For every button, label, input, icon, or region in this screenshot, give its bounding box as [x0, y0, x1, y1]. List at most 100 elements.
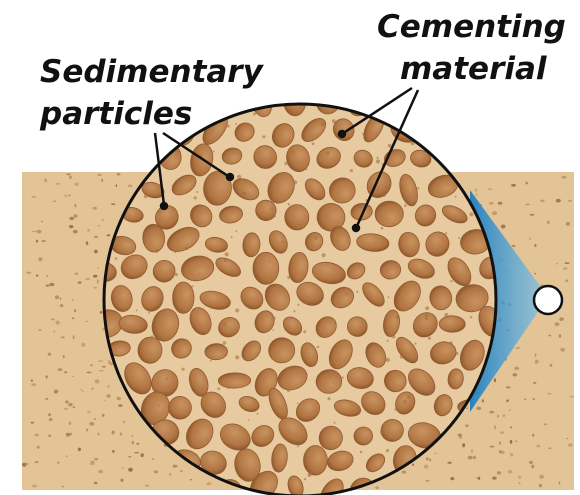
sand-speck	[85, 321, 88, 323]
cement-speck	[248, 419, 250, 421]
sand-speck	[112, 450, 115, 453]
cement-speck	[115, 257, 118, 260]
sand-speck	[532, 434, 534, 437]
sand-speck	[526, 182, 528, 185]
sand-speck	[89, 422, 94, 426]
cement-speck	[350, 169, 353, 172]
cement-speck	[470, 316, 472, 318]
sand-speck	[565, 262, 570, 264]
sand-speck	[55, 295, 59, 299]
sand-speck	[412, 464, 414, 467]
sand-speck	[533, 398, 536, 400]
cement-speck	[155, 249, 159, 253]
sand-speck	[62, 486, 64, 488]
cement-speck	[414, 343, 416, 345]
sand-speck	[131, 435, 133, 437]
sand-speck	[536, 445, 540, 447]
sediment-grain	[439, 316, 465, 333]
sand-speck	[97, 433, 99, 436]
sand-speck	[95, 379, 100, 383]
cement-speck	[242, 191, 246, 195]
sand-speck	[41, 221, 43, 223]
sand-speck	[98, 360, 103, 361]
sand-speck	[482, 399, 484, 402]
sand-speck	[94, 287, 97, 289]
cement-speck	[347, 133, 349, 135]
cement-speck	[182, 368, 185, 371]
sand-speck	[78, 281, 82, 284]
sand-speck	[508, 470, 513, 473]
sand-speck	[489, 202, 493, 204]
sand-speck	[190, 479, 192, 480]
cement-speck	[449, 341, 452, 344]
sand-speck	[49, 418, 53, 421]
sand-speck	[120, 433, 122, 436]
sand-speck	[85, 278, 90, 279]
cement-speck	[359, 205, 363, 209]
cement-speck	[403, 400, 407, 404]
cement-leader-dot-1	[339, 131, 345, 137]
sand-speck	[426, 480, 430, 482]
cement-speck	[314, 237, 317, 240]
sand-speck	[45, 398, 48, 400]
sand-speck	[73, 335, 75, 339]
cement-speck	[254, 152, 256, 154]
sand-speck	[116, 184, 118, 187]
sand-speck	[109, 362, 113, 365]
sand-speck	[510, 440, 513, 444]
sand-speck	[57, 462, 59, 464]
sand-speck	[102, 366, 106, 368]
sand-speck	[46, 375, 48, 378]
sand-speck	[509, 409, 511, 411]
sand-speck	[429, 459, 431, 462]
sand-speck	[74, 204, 76, 208]
cement-speck	[381, 227, 384, 230]
cement-speck	[173, 208, 176, 211]
sand-speck	[55, 183, 60, 184]
sand-speck	[37, 446, 40, 449]
cement-speck	[303, 330, 306, 333]
cement-speck	[293, 310, 295, 312]
cement-speck	[297, 445, 299, 447]
sand-speck	[66, 173, 70, 175]
sand-speck	[111, 203, 115, 205]
sand-speck	[515, 440, 517, 442]
cement-speck	[272, 329, 274, 331]
sand-speck	[492, 211, 497, 215]
sand-speck	[100, 311, 103, 314]
cement-speck	[269, 261, 271, 263]
cement-speck	[287, 389, 290, 392]
cement-speck	[394, 408, 396, 410]
cement-speck	[326, 151, 330, 155]
sand-speck	[75, 272, 79, 275]
sand-speck	[494, 425, 496, 429]
particles-leader-dot-1	[161, 203, 167, 209]
cement-speck	[288, 203, 290, 205]
sand-speck	[556, 263, 558, 265]
cement-speck	[386, 218, 388, 220]
sediment-grain	[173, 282, 194, 313]
sand-speck	[94, 236, 98, 238]
cement-speck	[281, 241, 283, 243]
sand-speck	[72, 299, 75, 301]
cement-speck	[387, 340, 389, 342]
sand-speck	[118, 404, 123, 407]
sand-speck	[563, 267, 567, 269]
sand-speck	[86, 429, 88, 432]
sand-speck	[506, 386, 511, 388]
sand-speck	[87, 229, 90, 232]
sand-speck	[97, 225, 101, 226]
cement-speck	[271, 208, 274, 211]
cement-speck	[304, 478, 306, 480]
cement-speck	[333, 383, 335, 385]
sand-speck	[72, 376, 74, 378]
sand-speck	[497, 415, 499, 418]
sand-speck	[48, 435, 51, 438]
cement-speck	[402, 301, 404, 303]
cement-speck	[158, 209, 161, 212]
sand-speck	[494, 378, 496, 382]
sand-speck	[488, 189, 493, 190]
cement-speck	[386, 358, 390, 362]
cement-speck	[286, 437, 288, 439]
